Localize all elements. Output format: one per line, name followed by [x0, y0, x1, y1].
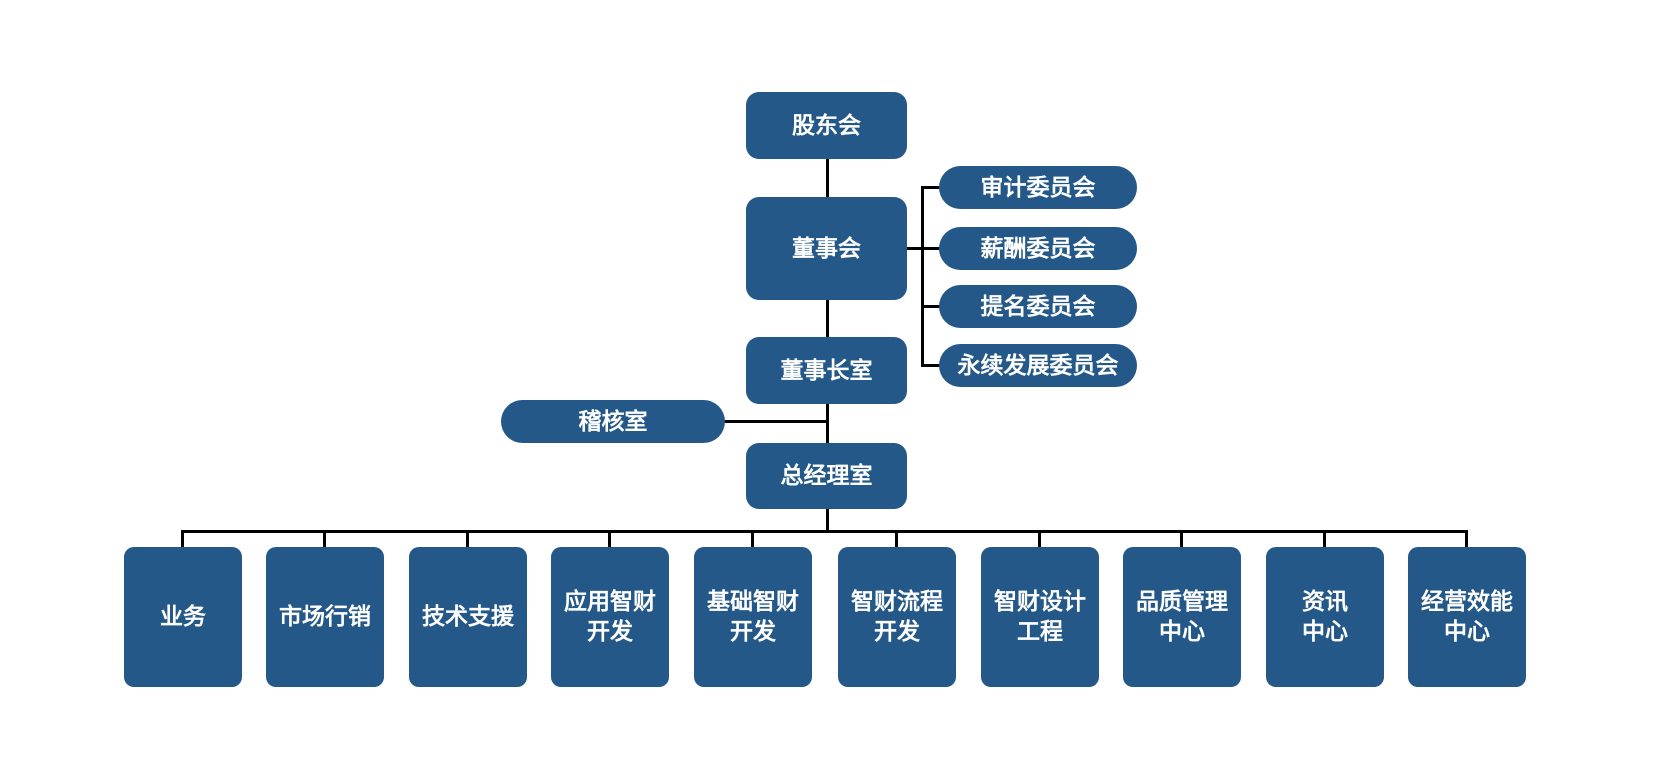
- department-drop-1: [181, 530, 184, 547]
- department-drop-8: [1180, 530, 1183, 547]
- department-drop-4: [608, 530, 611, 547]
- committee-nomination: 提名委员会: [939, 285, 1137, 328]
- board-node: 董事会: [746, 197, 907, 300]
- committee-label: 永续发展委员会: [957, 352, 1119, 379]
- department-label: 智财流程 开发: [851, 589, 943, 645]
- committee-label: 提名委员会: [980, 293, 1096, 320]
- department-technical-support: 技术支援: [409, 547, 527, 687]
- department-label: 智财设计 工程: [994, 589, 1086, 645]
- chairman-office-node: 董事长室: [746, 337, 907, 404]
- connector-chairman-gm: [826, 403, 829, 444]
- committee-tick-2: [921, 247, 941, 250]
- department-drop-5: [751, 530, 754, 547]
- committee-audit: 审计委员会: [939, 166, 1137, 209]
- connector-board-chairman: [826, 299, 829, 338]
- department-label: 资讯 中心: [1302, 589, 1348, 645]
- chairman-office-label: 董事长室: [780, 357, 873, 384]
- department-label: 经营效能 中心: [1421, 589, 1513, 645]
- department-drop-2: [323, 530, 326, 547]
- department-it: 资讯 中心: [1266, 547, 1384, 687]
- connector-board-committees: [904, 247, 923, 250]
- department-bus: [181, 530, 1467, 533]
- gm-office-node: 总经理室: [746, 443, 907, 509]
- department-label: 业务: [160, 604, 206, 630]
- department-label: 应用智财 开发: [564, 589, 656, 645]
- connector-shareholders-board: [826, 158, 829, 198]
- department-sales: 业务: [124, 547, 242, 687]
- department-drop-7: [1038, 530, 1041, 547]
- department-drop-6: [895, 530, 898, 547]
- department-quality: 品质管理 中心: [1123, 547, 1241, 687]
- committee-bracket-vertical: [921, 186, 924, 366]
- connector-audit-office: [722, 420, 829, 423]
- connector-gm-departments: [826, 508, 829, 532]
- committee-tick-1: [921, 186, 941, 189]
- board-label: 董事会: [792, 235, 861, 262]
- audit-office-node: 稽核室: [501, 400, 725, 443]
- committee-tick-4: [921, 364, 941, 367]
- department-label: 品质管理 中心: [1136, 589, 1228, 645]
- department-foundation-ip: 基础智财 开发: [694, 547, 812, 687]
- department-drop-9: [1323, 530, 1326, 547]
- department-label: 基础智财 开发: [707, 589, 799, 645]
- department-drop-3: [466, 530, 469, 547]
- shareholders-label: 股东会: [792, 112, 861, 139]
- committee-label: 薪酬委员会: [980, 235, 1096, 262]
- department-drop-10: [1465, 530, 1468, 547]
- committee-label: 审计委员会: [980, 174, 1096, 201]
- department-ip-design: 智财设计 工程: [981, 547, 1099, 687]
- department-marketing: 市场行销: [266, 547, 384, 687]
- committee-compensation: 薪酬委员会: [939, 227, 1137, 270]
- department-application-ip: 应用智财 开发: [551, 547, 669, 687]
- department-ip-process: 智财流程 开发: [838, 547, 956, 687]
- department-label: 技术支援: [422, 604, 514, 630]
- committee-sustainability: 永续发展委员会: [939, 344, 1137, 387]
- committee-tick-3: [921, 305, 941, 308]
- department-efficiency: 经营效能 中心: [1408, 547, 1526, 687]
- department-label: 市场行销: [279, 604, 371, 630]
- shareholders-node: 股东会: [746, 92, 907, 159]
- audit-office-label: 稽核室: [578, 408, 648, 435]
- gm-office-label: 总经理室: [780, 463, 873, 489]
